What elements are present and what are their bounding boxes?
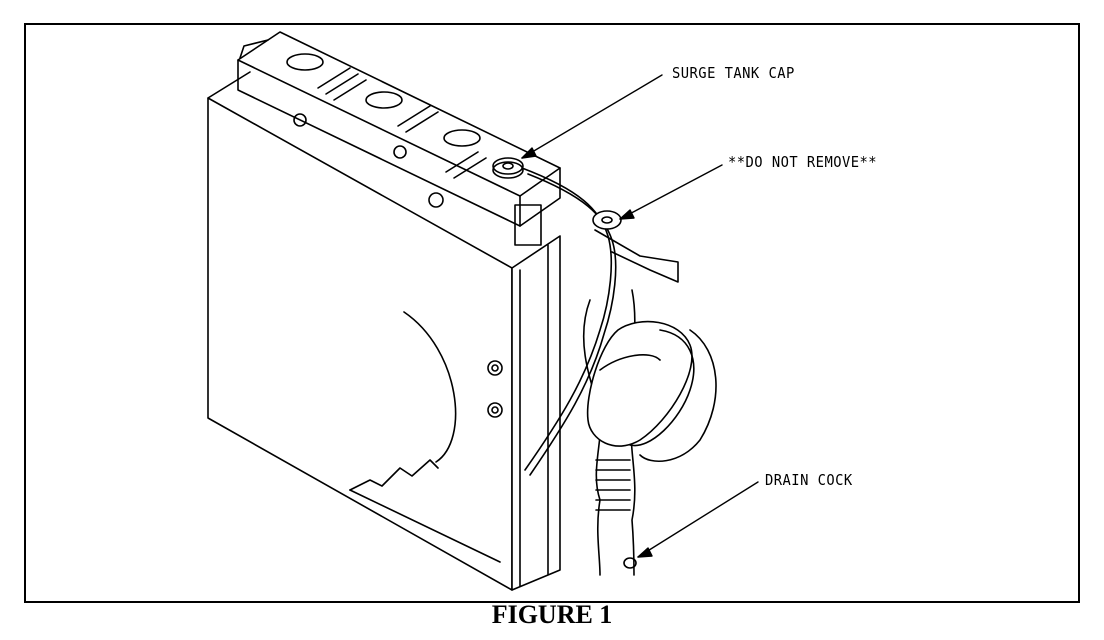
leader-lines bbox=[521, 74, 759, 558]
fan-shroud-opening bbox=[349, 311, 503, 563]
figure-frame bbox=[24, 23, 1080, 603]
drain-cock bbox=[623, 557, 637, 569]
do-not-remove-fitting bbox=[592, 210, 679, 283]
do-not-remove-label: **DO NOT REMOVE** bbox=[728, 153, 878, 171]
surge-tank-cap-leader bbox=[521, 74, 663, 159]
do-not-remove-leader bbox=[619, 164, 723, 220]
overflow-hose bbox=[521, 167, 617, 476]
drain-cock-leader bbox=[637, 481, 759, 558]
figure-caption: FIGURE 1 bbox=[491, 600, 613, 629]
surge-tank-cap-label: SURGE TANK CAP bbox=[672, 64, 795, 82]
coolant-housing bbox=[582, 289, 717, 576]
top-tank bbox=[237, 31, 561, 246]
surge-tank-cap bbox=[492, 157, 524, 179]
drain-cock-label: DRAIN COCK bbox=[765, 471, 853, 489]
